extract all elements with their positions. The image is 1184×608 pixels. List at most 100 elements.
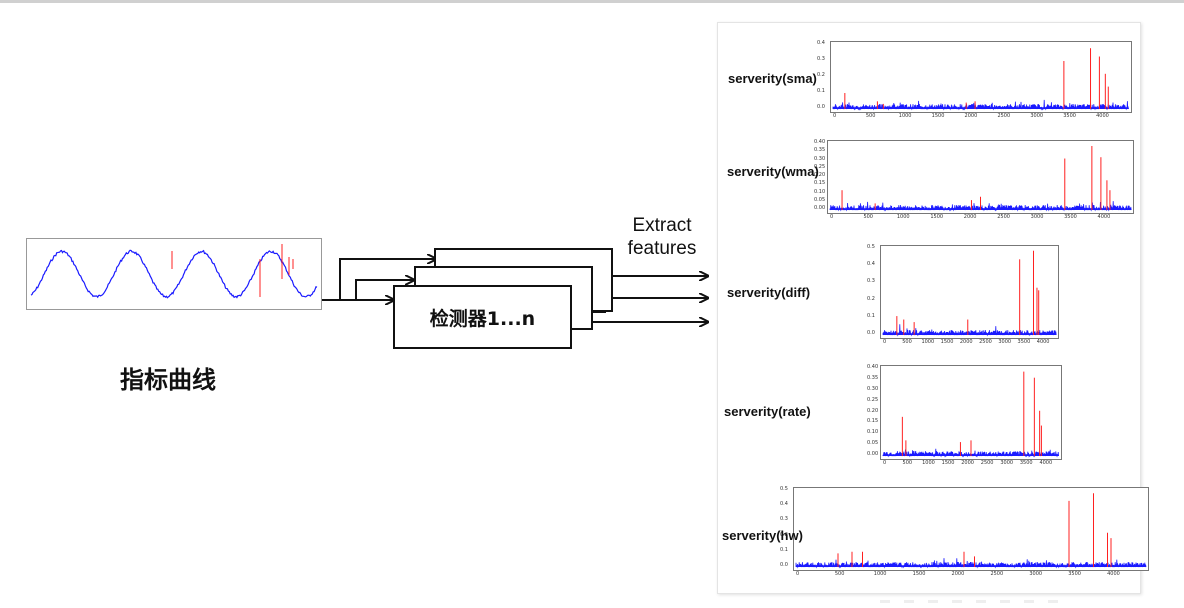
ytick-hw: 0.4	[780, 501, 788, 508]
xtick-rate: 4000	[1039, 460, 1053, 466]
ytick-sma: 0.4	[817, 40, 825, 46]
ytick-diff: 0.3	[867, 278, 875, 285]
ytick-hw: 0.3	[780, 516, 788, 523]
xtick-hw: 0	[796, 571, 800, 577]
xtick-diff: 3000	[998, 339, 1012, 345]
severity-label-hw: serverity(hw)	[722, 528, 803, 543]
ytick-rate: 0.10	[867, 429, 879, 436]
xtick-rate: 0	[883, 460, 887, 466]
ytick-sma: 0.1	[817, 88, 825, 94]
xtick-wma: 1000	[896, 214, 910, 220]
xtick-hw: 2500	[990, 571, 1004, 577]
xtick-hw: 3500	[1068, 571, 1081, 577]
detector-box-front: 检测器1...n	[393, 285, 572, 349]
metric-curve-plot	[26, 238, 322, 310]
severity-svg-wma	[829, 145, 1132, 212]
xtick-diff: 2000	[959, 339, 973, 345]
ytick-diff: 0.0	[867, 330, 875, 336]
ytick-hw: 0.2	[780, 531, 788, 538]
ytick-wma: 0.00	[814, 205, 826, 211]
severity-label-diff: serverity(diff)	[727, 285, 811, 300]
xtick-diff: 1500	[940, 339, 954, 345]
ytick-wma: 0.40	[814, 139, 826, 145]
severity-label-rate: serverity(rate)	[724, 404, 811, 419]
ytick-rate: 0.05	[867, 440, 879, 447]
input-arrow-1	[339, 259, 436, 300]
xtick-wma: 500	[863, 214, 873, 220]
xtick-rate: 3000	[1000, 460, 1014, 466]
ytick-wma: 0.20	[814, 172, 826, 178]
ytick-wma: 0.35	[814, 147, 826, 154]
metric-curve-svg	[30, 244, 318, 299]
xtick-wma: 3000	[1030, 214, 1044, 220]
severity-label-sma: serverity(sma)	[728, 71, 817, 86]
severity-svg-rate	[882, 371, 1059, 458]
xtick-sma: 4000	[1096, 113, 1109, 119]
xtick-sma: 1000	[898, 113, 912, 119]
xtick-diff: 1000	[921, 339, 935, 345]
ytick-wma: 0.05	[814, 196, 826, 203]
xtick-sma: 0	[833, 113, 837, 119]
xtick-wma: 3500	[1064, 214, 1077, 220]
xtick-diff: 4000	[1036, 339, 1050, 345]
xtick-rate: 1000	[922, 460, 935, 466]
xtick-hw: 2000	[951, 571, 965, 577]
metric-series-line	[30, 249, 318, 299]
xtick-wma: 4000	[1097, 214, 1111, 220]
severity-noise-diff	[882, 324, 1057, 337]
ytick-diff: 0.2	[867, 295, 875, 302]
ytick-rate: 0.35	[867, 374, 879, 381]
severity-svg-sma	[832, 48, 1129, 111]
xtick-rate: 500	[902, 460, 913, 466]
xtick-rate: 2500	[980, 460, 994, 466]
ytick-wma: 0.15	[814, 180, 826, 187]
xtick-diff: 2500	[979, 339, 992, 345]
xtick-wma: 2000	[963, 214, 977, 220]
ytick-sma: 0.3	[817, 56, 825, 62]
xtick-hw: 4000	[1107, 571, 1120, 577]
xtick-hw: 1000	[873, 571, 887, 577]
xtick-wma: 0	[830, 214, 834, 220]
severity-noise-hw	[795, 558, 1147, 569]
ytick-sma: 0.0	[817, 104, 825, 110]
ytick-rate: 0.15	[867, 418, 879, 425]
severity-plot-diff: 0.5 0.4 0.3 0.2 0.1 0.0 0 500 1000 1500 2000 2500 30…	[867, 244, 1059, 345]
xtick-rate: 2000	[961, 460, 974, 466]
top-divider	[0, 0, 1184, 3]
xtick-sma: 500	[865, 113, 876, 119]
ytick-diff: 0.4	[867, 261, 875, 268]
xtick-hw: 3000	[1029, 571, 1043, 577]
ytick-diff: 0.1	[867, 312, 875, 319]
xtick-sma: 3500	[1063, 113, 1076, 119]
ytick-wma: 0.10	[814, 188, 826, 195]
metric-curve-caption: 指标曲线	[120, 366, 216, 394]
severity-svg-diff	[882, 250, 1057, 337]
severity-label-wma: serverity(wma)	[727, 164, 819, 179]
xtick-diff: 0	[883, 339, 887, 345]
xtick-diff: 500	[902, 339, 912, 345]
xtick-rate: 3500	[1019, 460, 1033, 466]
ytick-rate: 0.30	[867, 385, 879, 392]
extract-features-label: Extract features	[627, 215, 697, 259]
xtick-sma: 3000	[1030, 113, 1044, 119]
input-arrow-2	[355, 280, 414, 300]
xtick-wma: 1500	[930, 214, 944, 220]
xtick-sma: 2000	[964, 113, 978, 119]
ytick-wma: 0.25	[814, 163, 826, 170]
detector-label: 检测器1...n	[429, 307, 536, 330]
xtick-hw: 500	[834, 571, 845, 577]
xtick-rate: 1500	[941, 460, 955, 466]
footer-dots	[880, 590, 1120, 603]
ytick-rate: 0.00	[867, 451, 879, 457]
severity-noise-sma	[832, 99, 1129, 111]
xtick-wma: 2500	[997, 214, 1010, 220]
ytick-rate: 0.20	[867, 407, 879, 414]
ytick-diff: 0.5	[867, 244, 875, 250]
ytick-rate: 0.40	[867, 364, 879, 370]
severity-svg-hw	[795, 493, 1147, 569]
xtick-diff: 3500	[1017, 339, 1031, 345]
